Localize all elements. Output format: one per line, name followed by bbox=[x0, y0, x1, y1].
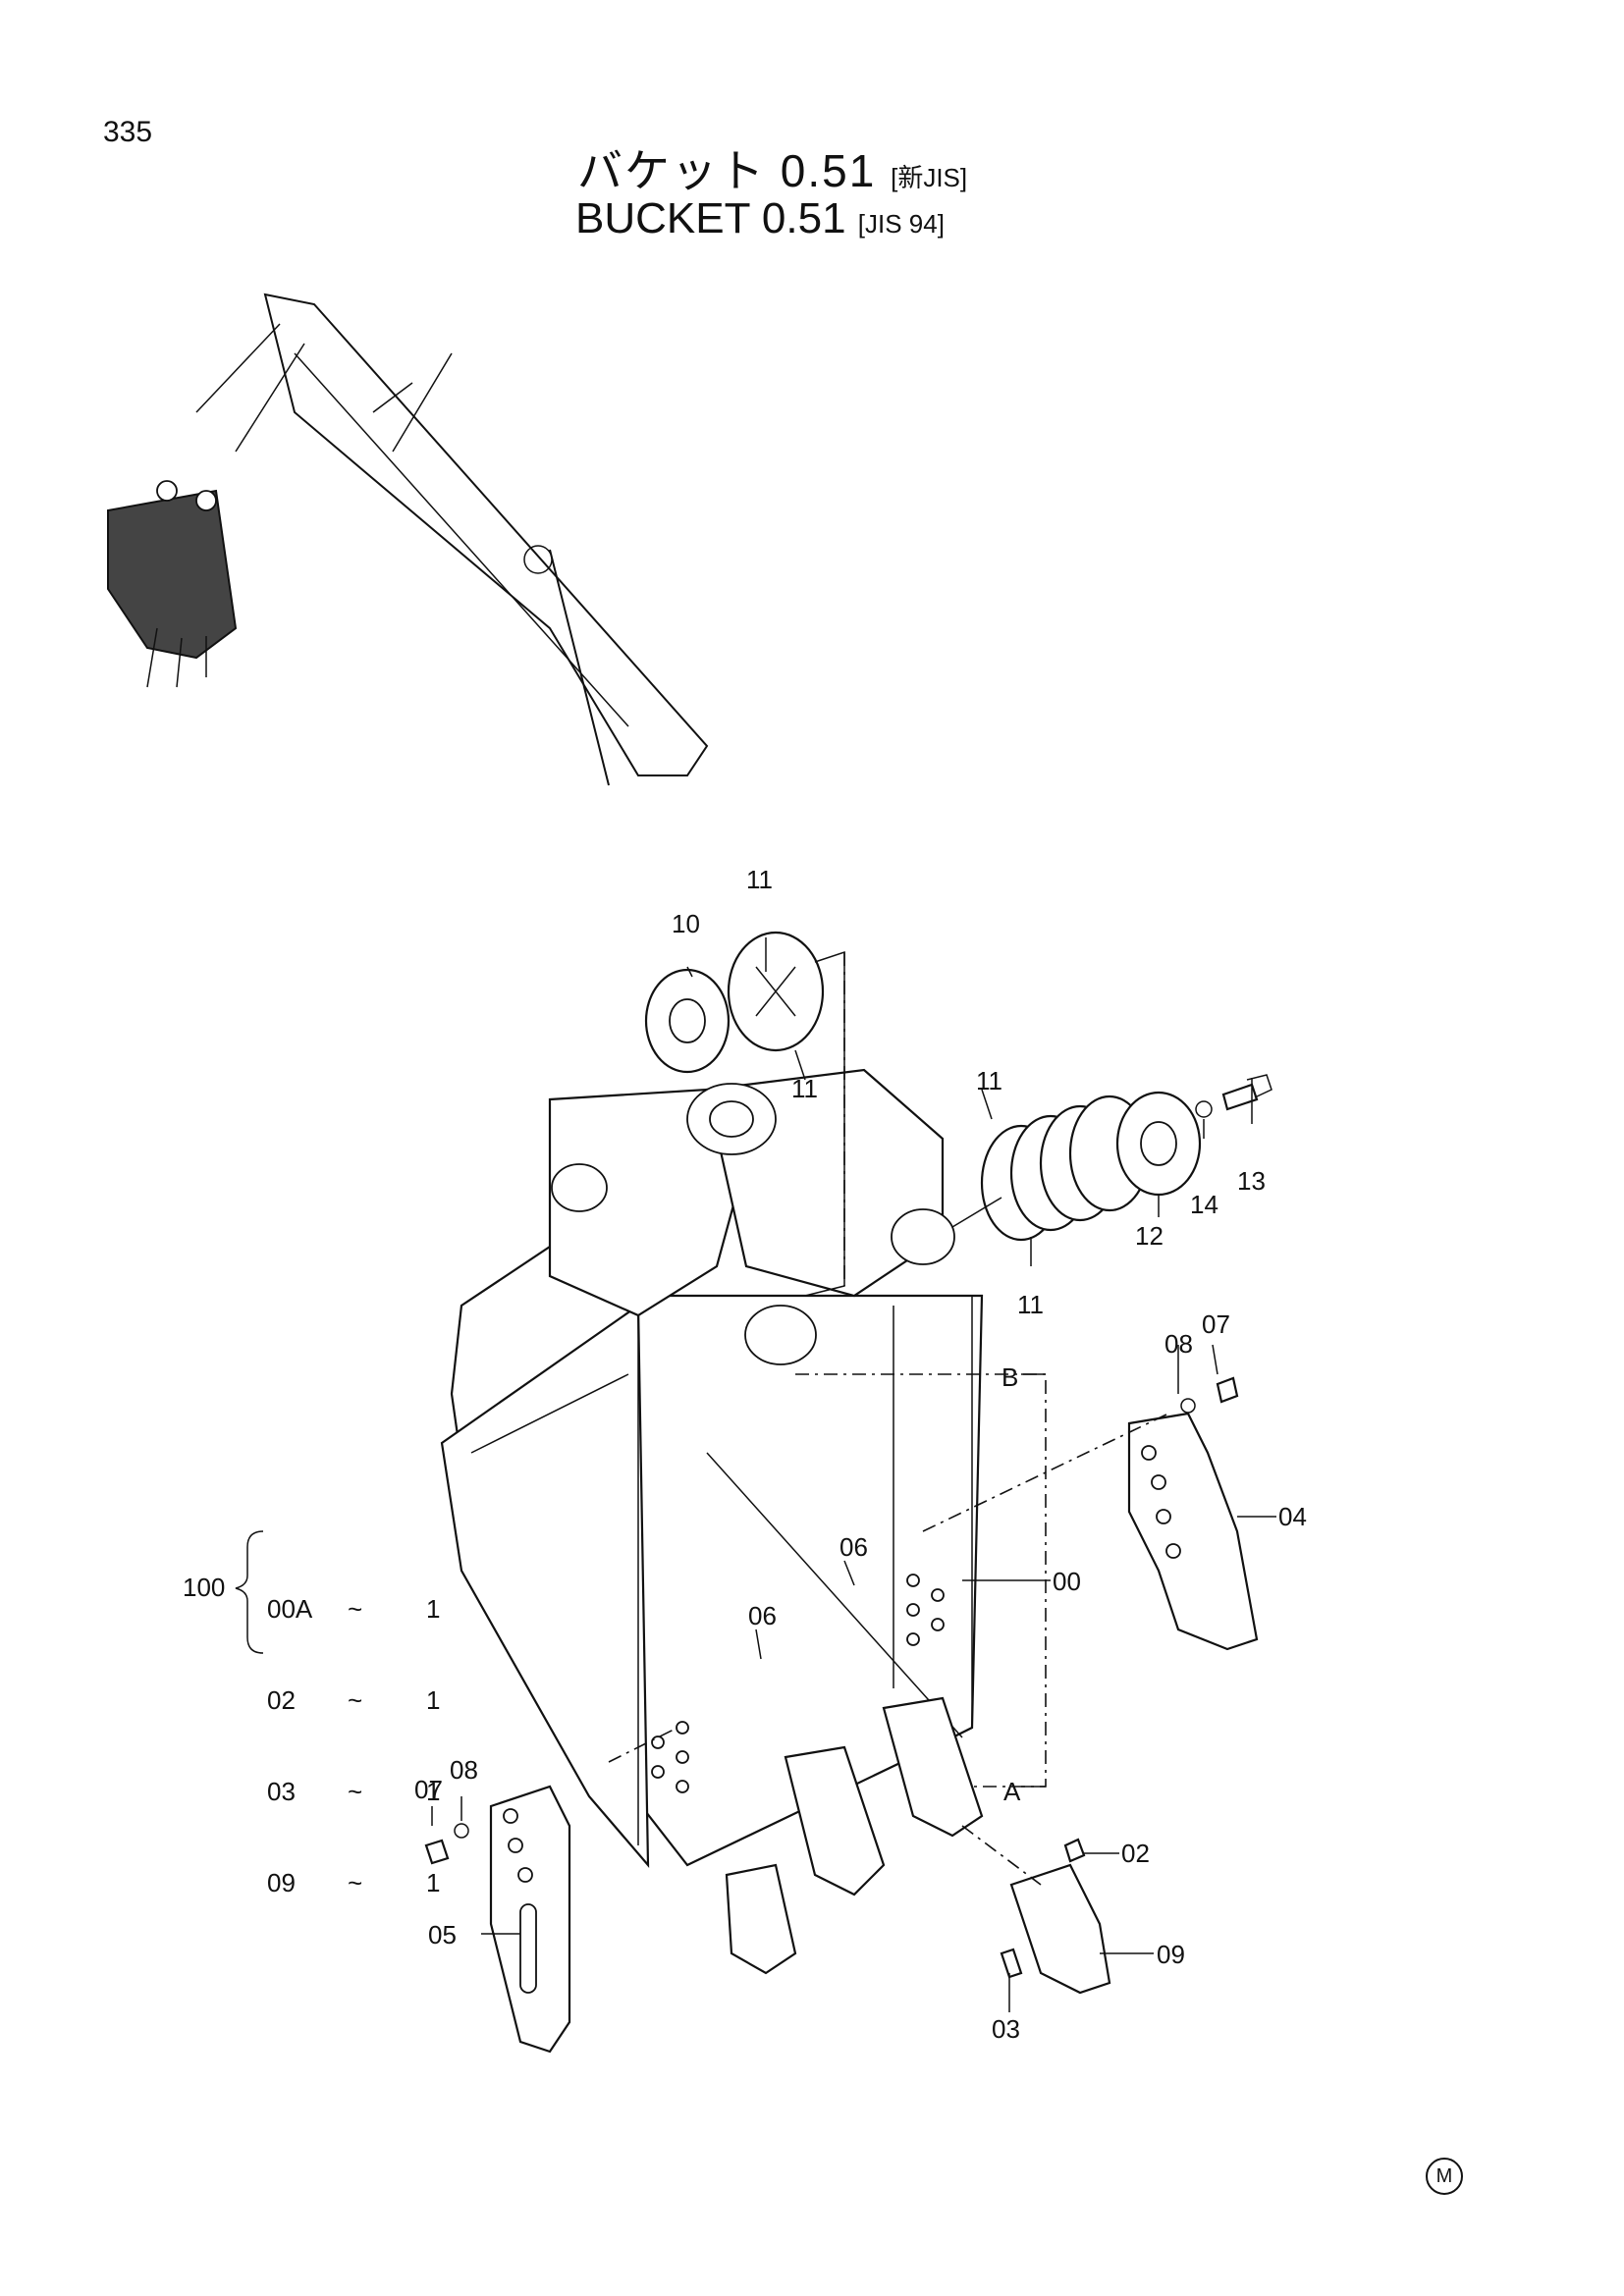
title-english-sub: [JIS 94] bbox=[857, 209, 945, 239]
kit-row: 09 ~1 bbox=[267, 1868, 440, 1898]
kit-qty: 1 bbox=[426, 1777, 441, 1806]
bucket-body bbox=[440, 1068, 984, 1975]
callout-06-upper: 06 bbox=[839, 1532, 868, 1562]
callout-07-right: 07 bbox=[1202, 1309, 1230, 1339]
callout-10: 10 bbox=[672, 909, 700, 938]
title-japanese: バケット 0.51 [新JIS] bbox=[577, 135, 967, 200]
callout-12: 12 bbox=[1135, 1221, 1164, 1251]
callout-b: B bbox=[1001, 1362, 1018, 1392]
callout-11-stack-bottom: 11 bbox=[1017, 1290, 1044, 1319]
kit-part: 03 bbox=[267, 1777, 296, 1806]
callout-08-left: 08 bbox=[450, 1755, 478, 1785]
kit-qty: 1 bbox=[426, 1868, 441, 1897]
callout-11-stack-top: 11 bbox=[976, 1066, 1002, 1095]
callout-02: 02 bbox=[1121, 1839, 1150, 1868]
kit-part: 02 bbox=[267, 1685, 296, 1715]
callout-11-top: 11 bbox=[746, 865, 773, 894]
page-number: 335 bbox=[103, 116, 153, 148]
kit-row: 00A ~1 bbox=[267, 1594, 440, 1625]
callout-05: 05 bbox=[428, 1920, 457, 1949]
tooth-detail bbox=[1000, 1838, 1111, 1995]
callout-04: 04 bbox=[1278, 1502, 1307, 1531]
callout-08-right: 08 bbox=[1164, 1329, 1193, 1359]
callout-00: 00 bbox=[1053, 1567, 1081, 1596]
excavator-arm-illustration bbox=[107, 293, 709, 786]
kit-part: 09 bbox=[267, 1868, 296, 1897]
kit-qty: 1 bbox=[426, 1685, 441, 1715]
kit-sep: ~ bbox=[348, 1594, 363, 1624]
kit-list: 00A ~1 02 ~1 03 ~1 09 ~1 bbox=[267, 1533, 440, 1929]
kit-sep: ~ bbox=[348, 1868, 363, 1897]
callout-a: A bbox=[1003, 1777, 1021, 1806]
title-japanese-main: バケット 0.51 bbox=[577, 145, 877, 196]
callout-11-lower: 11 bbox=[791, 1074, 818, 1103]
kit-row: 03 ~1 bbox=[267, 1777, 440, 1807]
shim-parts bbox=[644, 931, 1272, 1242]
kit-label: 100 bbox=[183, 1573, 226, 1602]
kit-sep: ~ bbox=[348, 1685, 363, 1715]
title-japanese-sub: [新JIS] bbox=[891, 163, 968, 192]
side-cutter-right bbox=[1127, 1376, 1259, 1651]
title-english: BUCKET 0.51 [JIS 94] bbox=[575, 194, 945, 243]
callout-09: 09 bbox=[1157, 1940, 1185, 1969]
leader-lines bbox=[431, 937, 1276, 2012]
kit-sep: ~ bbox=[348, 1777, 363, 1806]
title-english-main: BUCKET 0.51 bbox=[575, 194, 846, 242]
callout-06-lower: 06 bbox=[748, 1601, 777, 1630]
kit-row: 02 ~1 bbox=[267, 1685, 440, 1716]
corner-mark: M bbox=[1426, 2158, 1463, 2195]
kit-part: 00A bbox=[267, 1594, 313, 1624]
callout-14: 14 bbox=[1190, 1190, 1218, 1219]
callout-07-left: 07 bbox=[414, 1775, 443, 1804]
kit-brace bbox=[235, 1530, 264, 1654]
callout-03: 03 bbox=[992, 2014, 1020, 2044]
kit-qty: 1 bbox=[426, 1594, 441, 1624]
callout-13: 13 bbox=[1237, 1166, 1266, 1196]
side-cutter-left bbox=[424, 1785, 571, 2054]
